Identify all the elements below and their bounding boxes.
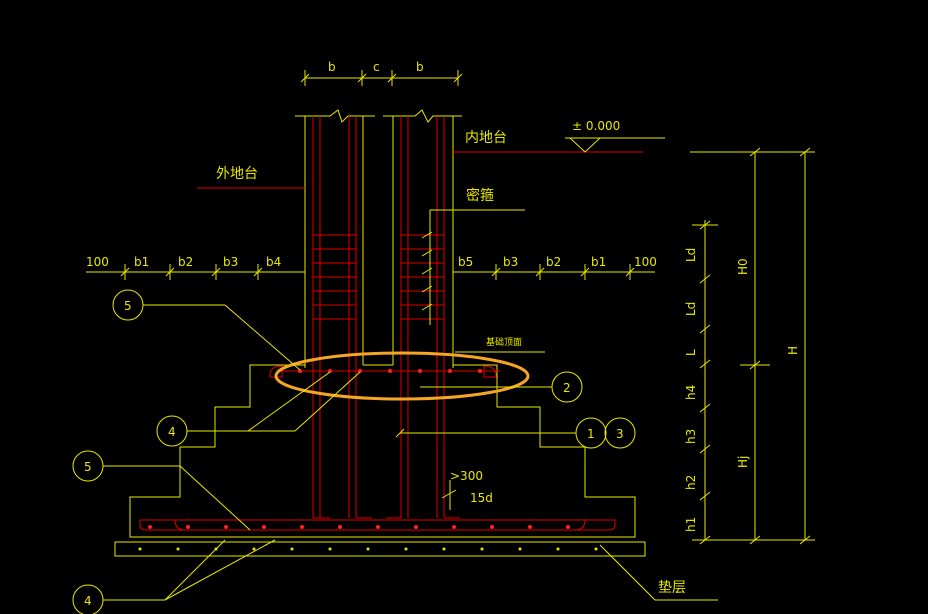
dim-ld-upper: Ld — [684, 248, 698, 262]
dim-100-right: 100 — [634, 255, 657, 269]
gt300-label: >300 — [450, 469, 483, 483]
rebar-dot — [448, 369, 452, 373]
dim-b1-right: b1 — [591, 255, 606, 269]
rebar-dot — [388, 369, 392, 373]
right-vertical-dimensions: Ld Ld L h4 h3 h2 h1 H0 Hj H — [684, 147, 815, 545]
dim-hj: Hj — [736, 456, 750, 468]
foundation-top-text: 基础顶面 — [486, 336, 522, 348]
callout-1: 1 — [587, 427, 595, 441]
anchorage-notes: >300 15d — [441, 469, 493, 510]
callout-4-lower: 4 — [84, 594, 92, 608]
callout-5-upper: 5 — [124, 299, 132, 313]
rebar-dot — [298, 369, 302, 373]
aggregate-dot — [176, 547, 180, 551]
stepped-foundation — [114, 364, 646, 557]
dim-b3-right: b3 — [503, 255, 518, 269]
aggregate-dot — [404, 547, 408, 551]
aggregate-dot — [480, 547, 484, 551]
rebar-dot — [224, 525, 228, 529]
column-outlines — [295, 109, 462, 368]
callout-3: 3 — [616, 427, 624, 441]
dim-b3-left: b3 — [223, 255, 238, 269]
callout-2: 2 — [563, 381, 571, 395]
callouts: 5 4 5 4 2 1 3 垫层 — [72, 289, 718, 614]
dim-l: L — [684, 349, 698, 356]
d15-label: 15d — [470, 491, 493, 505]
aggregate-dot — [138, 547, 142, 551]
dim-b5-right: b5 — [458, 255, 473, 269]
dim-h2: h2 — [684, 475, 698, 490]
callout-5-lower: 5 — [84, 460, 92, 474]
rebar-dot — [186, 525, 190, 529]
highlight-ellipse — [274, 351, 530, 401]
rebar-dot — [418, 369, 422, 373]
dim-b2-left: b2 — [178, 255, 193, 269]
rebar-section-dots — [148, 369, 570, 529]
dim-b-left: b — [328, 60, 336, 74]
dim-h4: h4 — [684, 385, 698, 400]
rebar-dot — [566, 525, 570, 529]
rebar-dot — [262, 525, 266, 529]
dim-b4-left: b4 — [266, 255, 281, 269]
aggregate-dot — [442, 547, 446, 551]
dim-b-right: b — [416, 60, 424, 74]
rebar-dot — [328, 369, 332, 373]
dim-b2-right: b2 — [546, 255, 561, 269]
floor-lines: 外地台 内地台 ± 0.000 — [197, 119, 665, 189]
aggregate-dot — [290, 547, 294, 551]
base-mesh-rebar — [139, 365, 616, 531]
dim-c: c — [373, 60, 380, 74]
elevation-label: ± 0.000 — [572, 119, 620, 133]
aggregate-dot — [366, 547, 370, 551]
rebar-dot — [490, 525, 494, 529]
cushion-label: 垫层 — [658, 580, 686, 596]
rebar-dot — [338, 525, 342, 529]
aggregate-dot — [518, 547, 522, 551]
callout-4-upper: 4 — [168, 425, 176, 439]
rebar-dot — [376, 525, 380, 529]
foundation-top-label: 基础顶面 — [455, 336, 545, 353]
stirrup-label: 密箍 — [466, 187, 494, 204]
rebar-dot — [452, 525, 456, 529]
dim-h1: h1 — [684, 517, 698, 532]
inner-floor-label: 内地台 — [465, 130, 507, 146]
aggregate-dot — [556, 547, 560, 551]
dim-100-left: 100 — [86, 255, 109, 269]
dim-h3: h3 — [684, 429, 698, 444]
cushion-aggregate — [138, 547, 598, 551]
dim-ld-lower: Ld — [684, 302, 698, 316]
right-step-dimensions: b5 b3 b2 b1 100 — [453, 255, 657, 280]
rebar-dot — [148, 525, 152, 529]
aggregate-dot — [594, 547, 598, 551]
top-dimension: b c b — [300, 60, 463, 86]
rebar-dot — [478, 369, 482, 373]
dim-h0: H0 — [736, 258, 750, 275]
column-rebar — [312, 116, 445, 518]
dim-b1-left: b1 — [134, 255, 149, 269]
rebar-dot — [414, 525, 418, 529]
aggregate-dot — [252, 547, 256, 551]
aggregate-dot — [328, 547, 332, 551]
stirrup-leader: 密箍 — [421, 187, 525, 325]
rebar-dot — [358, 369, 362, 373]
rebar-dot — [528, 525, 532, 529]
outer-floor-label: 外地台 — [216, 166, 258, 182]
left-step-dimensions: 100 b1 b2 b3 b4 — [86, 255, 305, 280]
rebar-dot — [300, 525, 304, 529]
dim-h-total: H — [786, 346, 800, 355]
